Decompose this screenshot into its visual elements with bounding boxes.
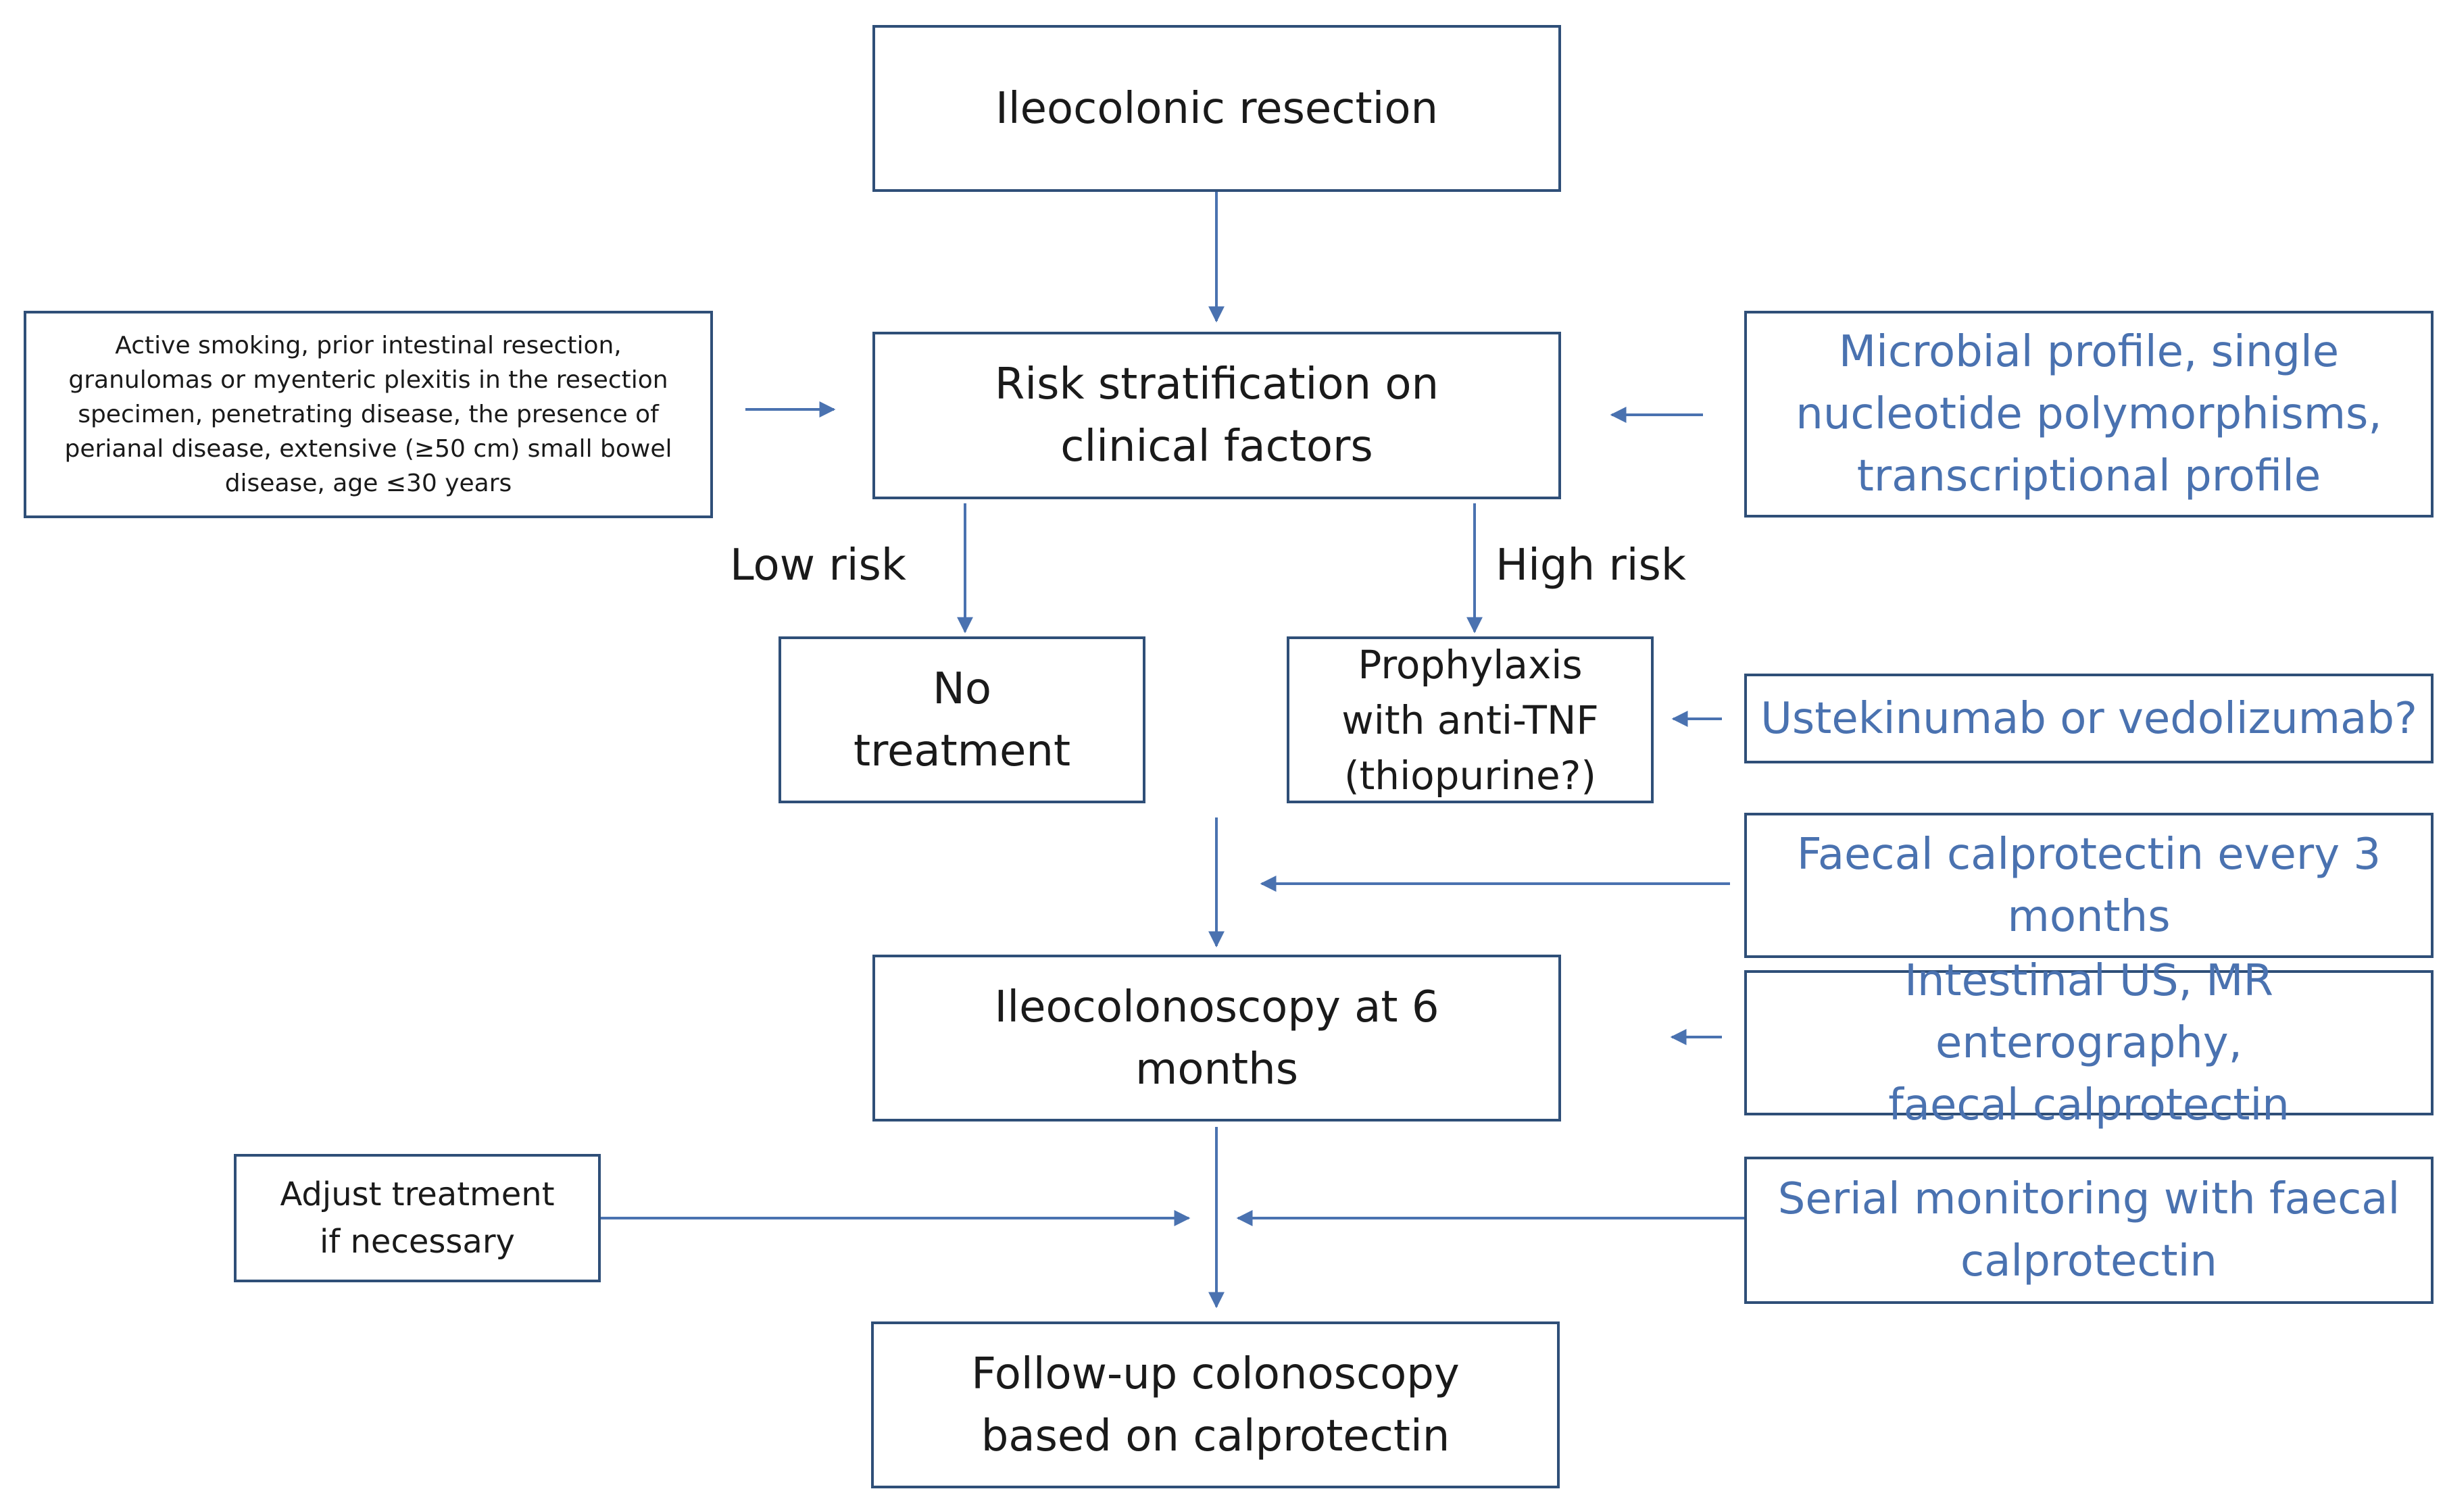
clinical-factors-box: Active smoking, prior intestinal resecti…	[24, 311, 713, 518]
colonoscopy-6m-text: Ileocolonoscopy at 6 months	[994, 982, 1439, 1094]
risk-stratification-box: Risk stratification on clinical factors	[872, 332, 1561, 499]
imaging-box: Intestinal US, MR enterography, faecal c…	[1744, 956, 2434, 1130]
alternatives-text: Ustekinumab or vedolizumab?	[1760, 693, 2417, 744]
prophylaxis-box: Prophylaxis with anti-TNF (thiopurine?)	[1287, 636, 1654, 803]
no-treatment-box: No treatment	[779, 636, 1145, 803]
serial-monitoring-box: Serial monitoring with faecal calprotect…	[1744, 1157, 2434, 1304]
biomarkers-text: Microbial profile, single nucleotide pol…	[1796, 327, 2382, 501]
alternatives-box: Ustekinumab or vedolizumab?	[1744, 674, 2434, 763]
followup-text: Follow-up colonoscopy based on calprotec…	[971, 1349, 1460, 1461]
resection-text: Ileocolonic resection	[995, 83, 1439, 134]
calprotectin-3m-text: Faecal calprotectin every 3 months	[1796, 829, 2381, 942]
resection-box: Ileocolonic resection	[872, 25, 1561, 192]
adjust-treatment-box: Adjust treatment if necessary	[234, 1154, 601, 1282]
high-risk-label: High risk	[1496, 540, 1686, 590]
prophylaxis-text: Prophylaxis with anti-TNF (thiopurine?)	[1341, 641, 1599, 799]
calprotectin-3m-box: Faecal calprotectin every 3 months	[1744, 813, 2434, 958]
adjust-treatment-text: Adjust treatment if necessary	[280, 1176, 555, 1261]
low-risk-label: Low risk	[730, 540, 906, 590]
serial-monitoring-text: Serial monitoring with faecal calprotect…	[1777, 1174, 2400, 1286]
no-treatment-text: No treatment	[853, 663, 1071, 776]
imaging-text: Intestinal US, MR enterography, faecal c…	[1888, 955, 2290, 1130]
followup-box: Follow-up colonoscopy based on calprotec…	[871, 1321, 1560, 1488]
biomarkers-box: Microbial profile, single nucleotide pol…	[1744, 311, 2434, 518]
risk-stratification-text: Risk stratification on clinical factors	[994, 359, 1439, 472]
clinical-factors-text: Active smoking, prior intestinal resecti…	[64, 332, 672, 497]
colonoscopy-6m-box: Ileocolonoscopy at 6 months	[872, 955, 1561, 1122]
